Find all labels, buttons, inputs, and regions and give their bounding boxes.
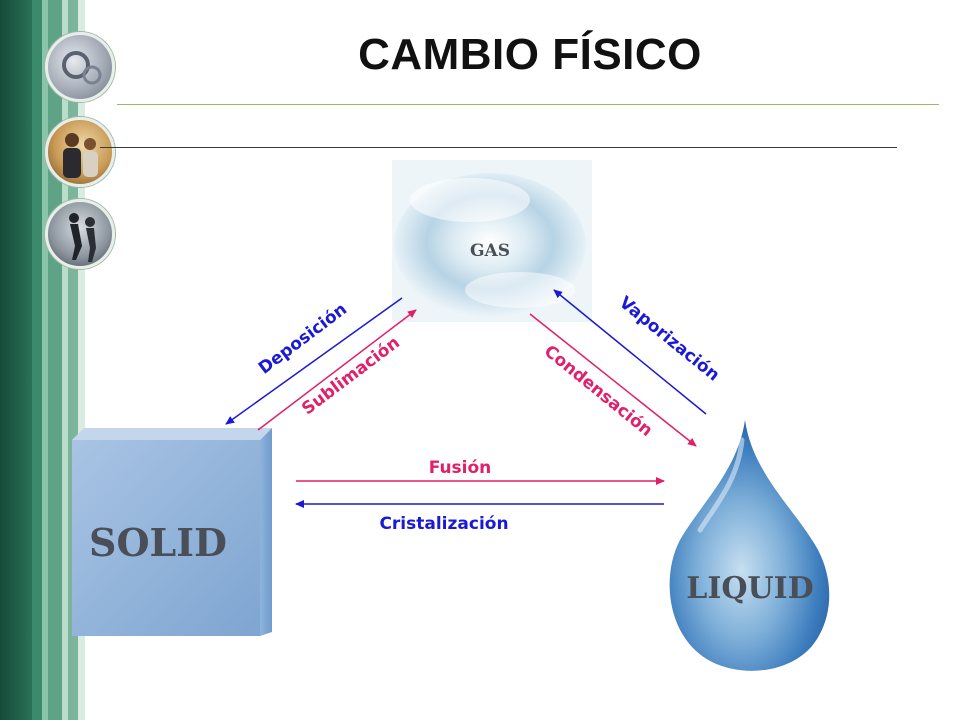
- condensacion-arrow: [529, 313, 697, 447]
- vaporizacion-arrow: [553, 289, 707, 415]
- fusion-label: Fusión: [429, 458, 492, 478]
- sublimacion-arrow: [257, 309, 417, 431]
- header-divider: [100, 147, 897, 148]
- business-people-photo-icon: [45, 117, 115, 187]
- liquid-state: LIQUID: [669, 420, 830, 671]
- gas-label: GAS: [470, 241, 510, 261]
- solid-state: SOLID: [72, 428, 272, 636]
- gas-state: GAS: [392, 160, 592, 322]
- deposicion-label: Deposición: [255, 299, 351, 378]
- walking-people-photo-icon: [45, 199, 115, 269]
- deposicion-arrow: [225, 297, 403, 425]
- cristalizacion-label: Cristalización: [379, 514, 508, 534]
- sublimacion-label: Sublimación: [298, 333, 404, 419]
- liquid-label: LIQUID: [686, 571, 813, 606]
- title-underline: [117, 104, 939, 105]
- vaporizacion-label: Vaporización: [615, 293, 723, 386]
- page-title: CAMBIO FÍSICO: [358, 30, 702, 79]
- condensacion-label: Condensación: [540, 341, 656, 440]
- solid-label: SOLID: [89, 520, 227, 565]
- gears-photo-icon: [45, 32, 115, 102]
